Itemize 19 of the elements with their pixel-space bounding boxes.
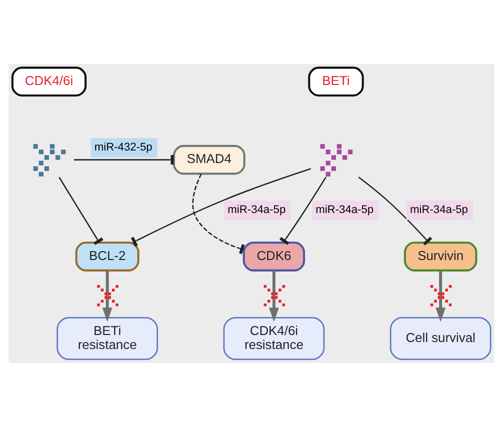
edge-label: miR-34a-5p [228, 204, 286, 216]
edge-label: miR-34a-5p [316, 204, 374, 216]
node-box: BETi resistance [56, 316, 158, 360]
node-box: SMAD4 [172, 144, 246, 174]
node-box: BCL-2 [75, 241, 140, 271]
connector [280, 176, 326, 244]
node-box: CDK4/6i [11, 66, 87, 96]
edge-label: miR-432-5p [94, 141, 152, 154]
node-box: Survivin [404, 241, 478, 271]
connector [58, 176, 104, 244]
connector [192, 173, 245, 254]
connector [358, 176, 432, 245]
edge-label: miR-34a-5p [410, 204, 468, 216]
node-box: BETi [308, 66, 364, 96]
node-box: CDK4/6i resistance [223, 316, 325, 360]
node-box: CDK6 [242, 241, 306, 271]
arrow [102, 270, 112, 322]
connector [130, 168, 311, 246]
node-box: Cell survival [390, 316, 492, 360]
